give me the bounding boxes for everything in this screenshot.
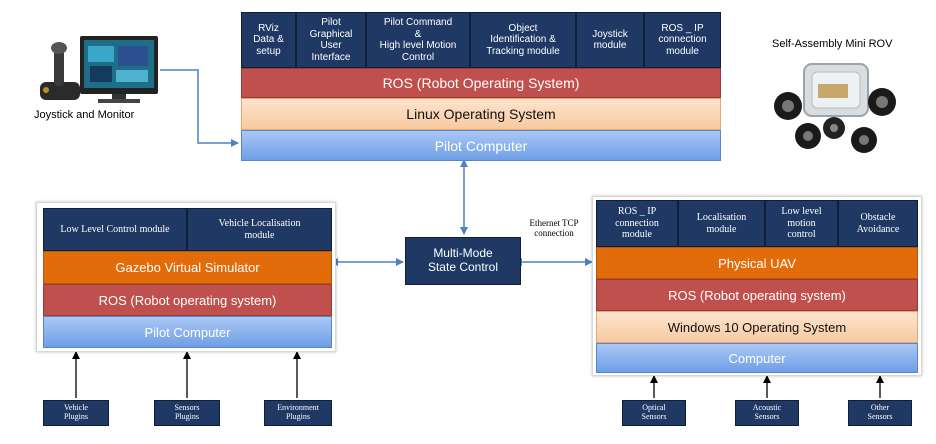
- right-module-obstacle-avoidance: Obstacle Avoidance: [838, 200, 918, 247]
- right-windows-layer: Windows 10 Operating System: [596, 311, 918, 343]
- right-module-ros-ip: ROS _ IP connection module: [596, 200, 678, 247]
- multi-mode-state-control: Multi-Mode State Control: [405, 237, 521, 285]
- rov-icon: [774, 63, 896, 153]
- joystick-link-arrow: [160, 69, 239, 147]
- other-sensors-box: Other Sensors: [848, 400, 912, 426]
- rov-image: [770, 54, 900, 158]
- left-ros-layer: ROS (Robot operating system): [43, 284, 332, 316]
- top-module-rviz: RViz Data & setup: [241, 12, 296, 68]
- rov-caption: Self-Assembly Mini ROV: [772, 38, 893, 50]
- left-gazebo-layer: Gazebo Virtual Simulator: [43, 251, 332, 284]
- right-module-localisation: Localisation module: [678, 200, 765, 247]
- top-module-pilot-command: Pilot Command & High level Motion Contro…: [366, 12, 470, 68]
- top-linux-layer: Linux Operating System: [241, 98, 721, 130]
- top-ros-layer: ROS (Robot Operating System): [241, 68, 721, 98]
- right-ros-layer: ROS (Robot operating system): [596, 279, 918, 311]
- right-module-low-level-motion: Low level motion control: [765, 200, 838, 247]
- top-module-ros-ip: ROS _ IP connection module: [644, 12, 721, 68]
- sensors-plugins-box: Sensors Plugins: [154, 400, 220, 426]
- acoustic-sensors-box: Acoustic Sensors: [735, 400, 799, 426]
- top-module-joystick: Joystick module: [576, 12, 644, 68]
- top-module-pilot-gui: Pilot Graphical User Interface: [296, 12, 366, 68]
- joystick-monitor-image: [32, 34, 160, 104]
- left-module-low-level-control: Low Level Control module: [43, 208, 187, 251]
- joystick-caption: Joystick and Monitor: [34, 109, 135, 121]
- vehicle-plugins-box: Vehicle Plugins: [43, 400, 109, 426]
- right-uav-layer: Physical UAV: [596, 247, 918, 279]
- top-module-object-identification: Object Identification & Tracking module: [470, 12, 576, 68]
- right-computer: Computer: [596, 343, 918, 373]
- left-pilot-computer: Pilot Computer: [43, 316, 332, 348]
- left-module-vehicle-localisation: Vehicle Localisation module: [187, 208, 332, 251]
- ethernet-tcp-label: Ethernet TCP connection: [529, 218, 579, 238]
- optical-sensors-box: Optical Sensors: [622, 400, 686, 426]
- environment-plugins-box: Environment Plugins: [264, 400, 332, 426]
- top-pilot-computer: Pilot Computer: [241, 130, 721, 161]
- joystick-monitor-icon: [40, 36, 158, 103]
